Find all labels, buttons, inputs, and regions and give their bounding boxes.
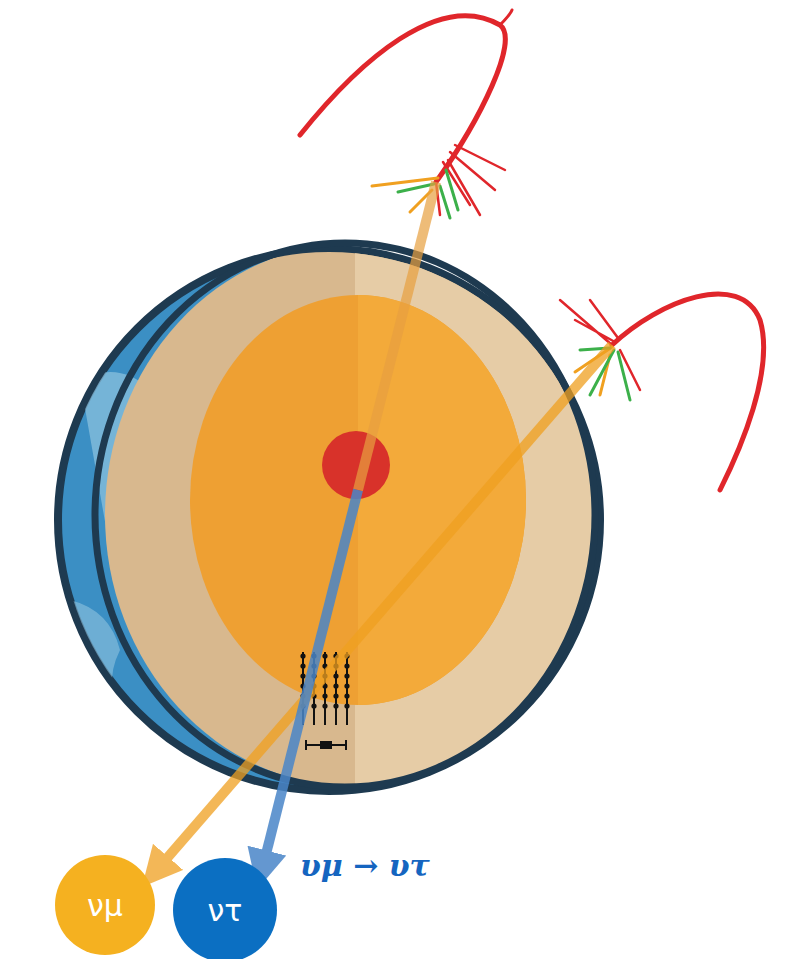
neutrino-symbol: νμ [87, 888, 123, 923]
neutrino-circle: ντ [173, 858, 277, 959]
neutrino-symbol: ντ [208, 893, 243, 928]
neutrino-circle: νμ [55, 855, 155, 955]
oscillation-label: υμ → υτ [300, 848, 430, 883]
